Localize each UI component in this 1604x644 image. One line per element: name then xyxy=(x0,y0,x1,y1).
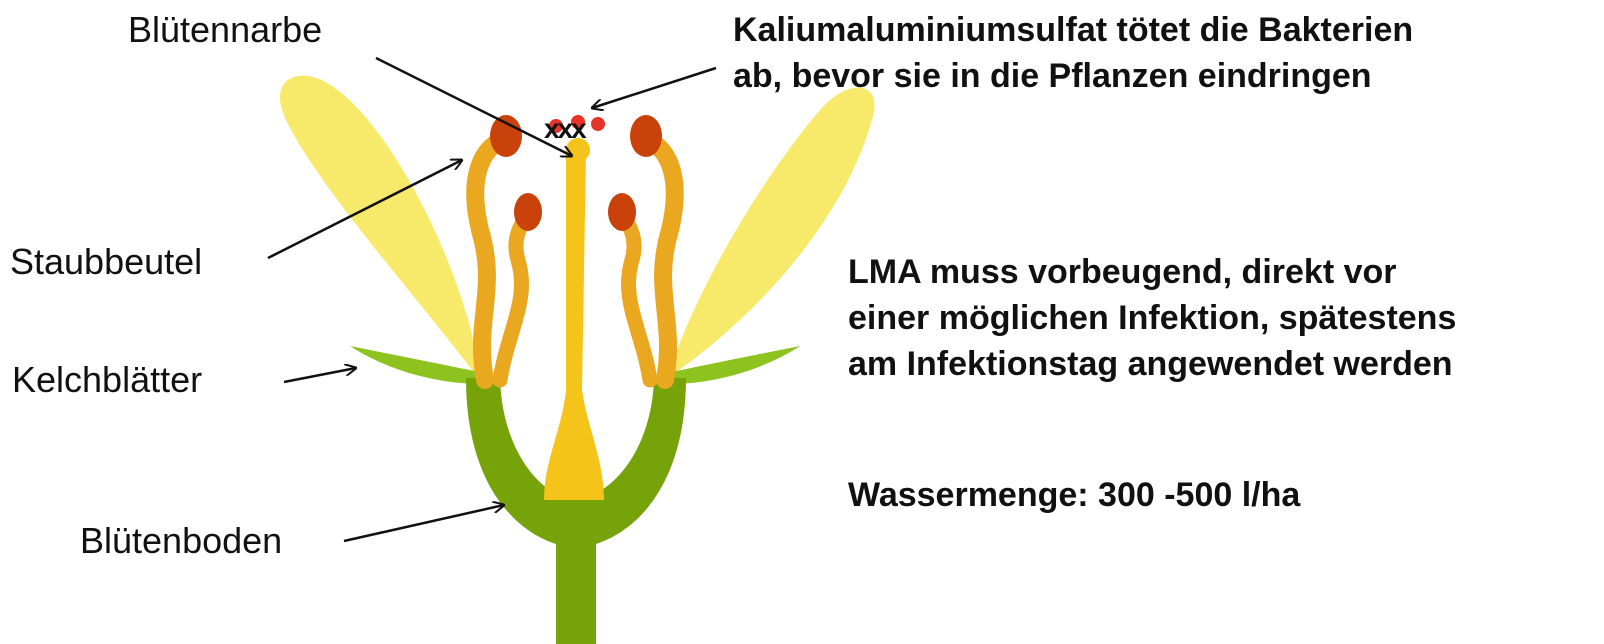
note-lma-line-2: einer möglichen Infektion, spätestens xyxy=(848,296,1456,342)
right-petal xyxy=(668,87,875,378)
left-outer-anther xyxy=(490,115,522,157)
note-lma-line-3: am Infektionstag angewendet werden xyxy=(848,342,1456,388)
right-inner-anther xyxy=(608,193,636,231)
label-anther: Staubbeutel xyxy=(10,244,202,280)
arrow-receptacle xyxy=(344,505,504,541)
right-inner-stamen-filament xyxy=(622,215,650,380)
label-sepals: Kelchblätter xyxy=(12,362,202,398)
note-lma-line-1: LMA muss vorbeugend, direkt vor xyxy=(848,250,1456,296)
left-inner-anther xyxy=(514,193,542,231)
label-receptacle: Blütenboden xyxy=(80,523,282,559)
note-potassium-alum-line-2: ab, bevor sie in die Pflanzen eindringen xyxy=(733,54,1413,100)
left-inner-stamen-filament xyxy=(500,215,528,380)
pistil xyxy=(544,152,604,500)
note-water-amount: Wassermenge: 300 -500 l/ha xyxy=(848,473,1300,519)
right-outer-anther xyxy=(630,115,662,157)
note-potassium-alum-line-1: Kaliumaluminiumsulfat tötet die Bakterie… xyxy=(733,8,1413,54)
left-petal xyxy=(280,76,478,378)
arrow-stigma xyxy=(376,58,572,156)
right-outer-stamen-filament xyxy=(648,140,675,380)
arrow-sepals xyxy=(284,368,356,382)
arrow-bacteria xyxy=(592,68,716,108)
label-stigma: Blütennarbe xyxy=(128,12,322,48)
bacterium-3 xyxy=(591,117,605,131)
note-lma-application: LMA muss vorbeugend, direkt vor einer mö… xyxy=(848,250,1456,388)
left-outer-stamen-filament xyxy=(475,140,502,380)
bacteria-marks: xxx xyxy=(544,113,585,145)
note-potassium-alum: Kaliumaluminiumsulfat tötet die Bakterie… xyxy=(733,8,1413,100)
